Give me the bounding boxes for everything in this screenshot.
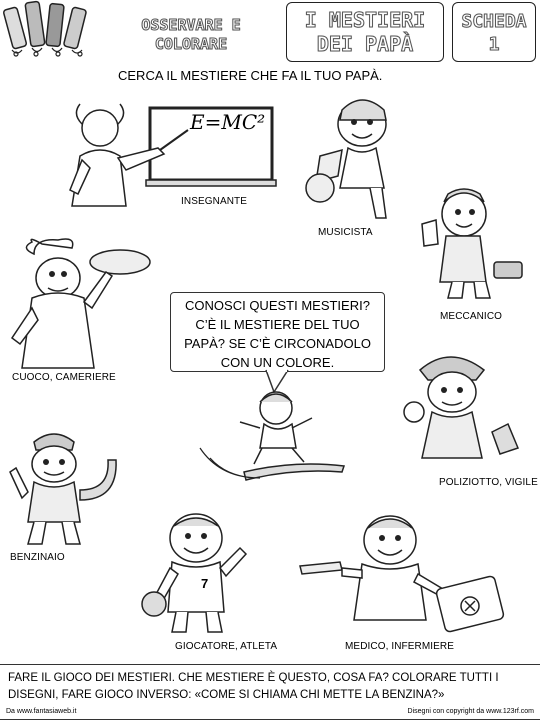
title-box: I MESTIERI DEI PAPÀ: [286, 2, 444, 62]
mechanic-illustration: [421, 188, 523, 299]
label-mechanic: MECCANICO: [440, 311, 503, 322]
footer-instructions: FARE IL GIOCO DEI MESTIERI. CHE MESTIERE…: [0, 664, 540, 720]
police-illustration: [403, 356, 520, 459]
observe-line-1: OSSERVARE E: [141, 16, 241, 35]
title-line-1: I MESTIERI: [304, 8, 426, 33]
cook-illustration: [10, 238, 151, 369]
bubble-line-2: C’È IL MESTIERE DEL TUO: [195, 317, 360, 332]
label-musician: MUSICISTA: [318, 227, 373, 238]
observe-line-2: COLORARE: [154, 35, 228, 54]
bubble-line-4: CON UN COLORE.: [220, 355, 335, 370]
musician-illustration: [305, 99, 387, 219]
jersey-number: 7: [201, 576, 209, 591]
label-gas-attendant: BENZINAIO: [10, 552, 65, 563]
footer-line-1: FARE IL GIOCO DEI MESTIERI. CHE MESTIERE…: [8, 672, 499, 684]
label-teacher: INSEGNANTE: [181, 196, 248, 207]
blackboard-illustration: [69, 103, 277, 207]
player-illustration: [141, 513, 248, 633]
bubble-line-3: PAPÀ? SE C’È CIRCONADOLO: [184, 336, 371, 351]
sheet-label: SCHEDA: [461, 11, 527, 33]
label-player: GIOCATORE, ATLETA: [175, 641, 278, 652]
crayons-logo: [2, 0, 87, 57]
bubble-line-1: CONOSCI QUESTI MESTIERI?: [185, 298, 370, 313]
label-cook: CUOCO, CAMERIERE: [12, 372, 116, 383]
label-police: POLIZIOTTO, VIGILE: [439, 477, 538, 488]
label-doctor: MEDICO, INFERMIERE: [345, 641, 455, 652]
blackboard-formula: E=MC²: [190, 110, 266, 134]
doctor-illustration: [299, 515, 505, 633]
question-bubble: CONOSCI QUESTI MESTIERI? C’È IL MESTIERE…: [170, 292, 385, 372]
observe-color-box: OSSERVARE E COLORARE: [116, 2, 266, 62]
credit-right: Disegni con copyright da www.123rf.com: [407, 708, 534, 715]
sheet-number: 1: [488, 34, 500, 56]
instruction-text: CERCA IL MESTIERE CHE FA IL TUO PAPÀ.: [118, 68, 383, 83]
sheet-box: SCHEDA 1: [452, 2, 536, 62]
skateboarder-illustration: [199, 391, 346, 481]
gas-attendant-illustration: [9, 433, 117, 545]
title-line-2: DEI PAPÀ: [316, 32, 414, 57]
credit-left: Da www.fantasiaweb.it: [6, 708, 77, 715]
footer-line-2: DISEGNI, FARE GIOCO INVERSO: «COME SI CH…: [8, 689, 445, 701]
